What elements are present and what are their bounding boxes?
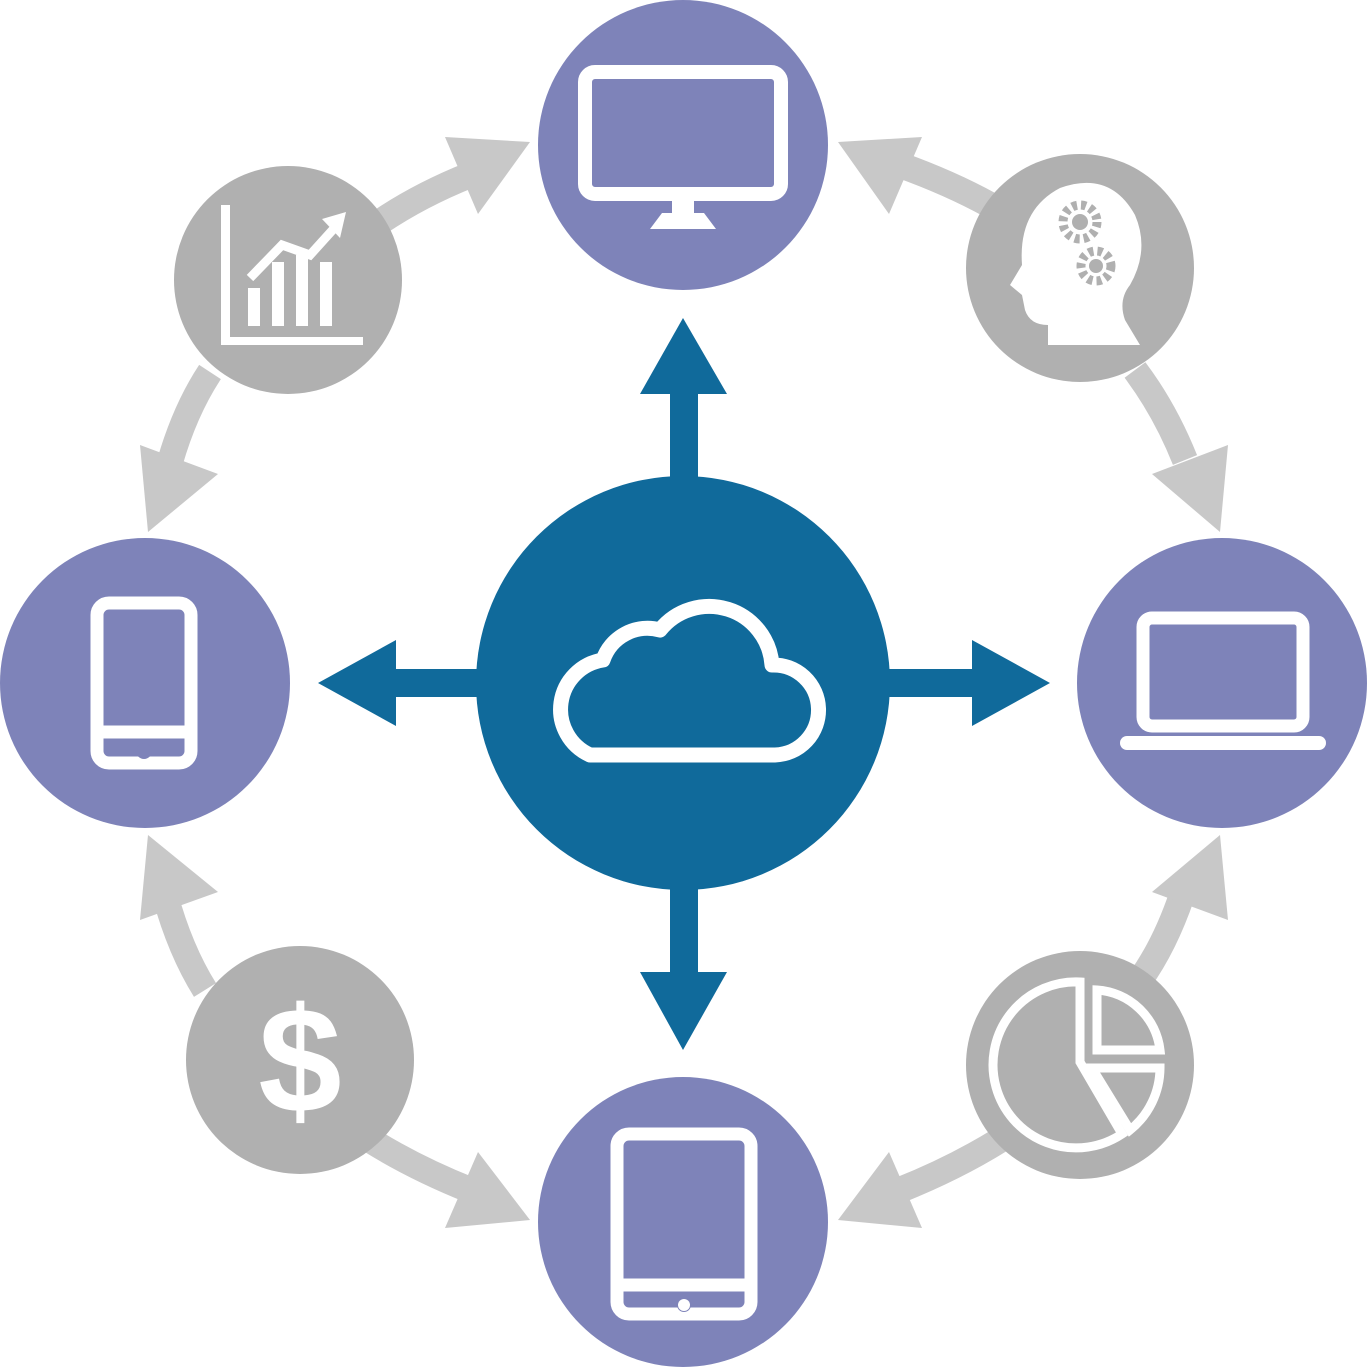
concept-node-head-gears [966, 154, 1194, 382]
ring-arrow-chart-to-phone [157, 364, 221, 466]
tablet-icon [610, 1127, 758, 1321]
center-circle [476, 476, 890, 890]
concept-node-growth-chart [174, 166, 402, 394]
head-gears-icon [1010, 182, 1142, 345]
ring-arrowheads [140, 137, 1228, 1228]
device-node-tablet [538, 1077, 828, 1367]
device-node-desktop [538, 0, 828, 290]
smartphone-icon [90, 596, 198, 770]
device-node-laptop [1077, 538, 1367, 828]
ring-arrow-head-to-laptop [1124, 362, 1198, 465]
dollar-icon: $ [258, 976, 341, 1144]
ring-arrowhead [838, 137, 922, 214]
ring-arrowhead [140, 445, 218, 532]
center-arrow-down-head [640, 972, 727, 1050]
ring-arrowhead [1152, 445, 1228, 532]
center-arrow-right-head [972, 640, 1050, 726]
center-arrow-right-shaft [882, 669, 977, 697]
center-arrow-up-head [640, 318, 727, 394]
desktop-monitor-icon [578, 65, 788, 229]
device-circle [538, 1077, 828, 1367]
center-arrows [318, 318, 1050, 1050]
concept-circle [186, 946, 414, 1174]
device-circle [0, 538, 290, 828]
ring-arrow-pie-to-tablet [895, 1128, 1007, 1203]
center-arrow-up-shaft [670, 390, 698, 485]
center-arrow-down-shaft [670, 882, 698, 977]
concept-node-dollar: $ [186, 946, 414, 1174]
center-arrow-left-shaft [390, 669, 485, 697]
ring-arrow-dollar-to-phone [152, 891, 217, 997]
concept-node-pie-chart [966, 951, 1194, 1179]
center-node [476, 476, 890, 890]
ring-arrow-pie-to-laptop [1129, 890, 1195, 988]
ring-arrowhead [140, 835, 218, 920]
laptop-icon [1120, 611, 1326, 750]
ring-arrow-dollar-to-tablet [363, 1128, 475, 1203]
ring-arrow-head-to-monitor [895, 152, 997, 217]
ring-arrowhead [838, 1152, 922, 1228]
device-circle [1077, 538, 1367, 828]
concept-circle [174, 166, 402, 394]
ring-arrow-chart-to-monitor [372, 162, 475, 233]
device-node-smartphone [0, 538, 290, 828]
ring-arrowhead [1152, 835, 1228, 920]
center-arrow-left-head [318, 640, 396, 726]
pie-chart-icon [988, 977, 1166, 1153]
cloud-icon [553, 598, 826, 763]
ring-arrowhead [445, 137, 530, 214]
growth-chart-icon [221, 205, 363, 345]
ring-arrowhead [445, 1152, 530, 1228]
